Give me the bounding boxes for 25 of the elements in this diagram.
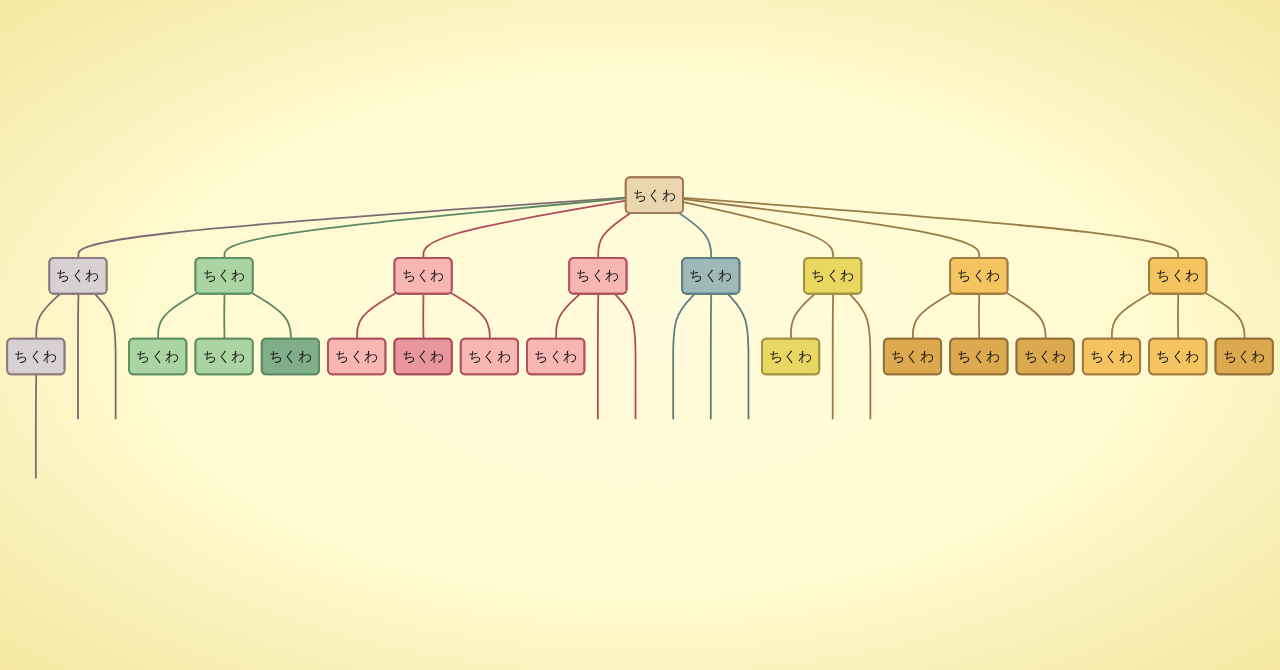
connector (1005, 292, 1047, 340)
connector (1204, 292, 1246, 340)
connector (672, 293, 696, 421)
connector (727, 293, 750, 421)
connector (356, 292, 398, 340)
connector (849, 293, 872, 421)
connector (157, 292, 199, 340)
connector (831, 293, 835, 421)
connector (790, 293, 816, 340)
connector (94, 293, 117, 421)
connector (223, 293, 226, 340)
connector (1110, 292, 1152, 340)
connector (35, 293, 61, 340)
connector (596, 293, 600, 421)
connector (251, 292, 292, 340)
connector (709, 293, 713, 421)
connector (911, 292, 953, 340)
connector (450, 292, 491, 340)
connector (422, 293, 425, 340)
connector (77, 293, 80, 421)
connector (1177, 293, 1180, 340)
connector (34, 374, 38, 480)
connector (978, 293, 981, 340)
connector (555, 293, 581, 340)
connector (614, 293, 637, 421)
